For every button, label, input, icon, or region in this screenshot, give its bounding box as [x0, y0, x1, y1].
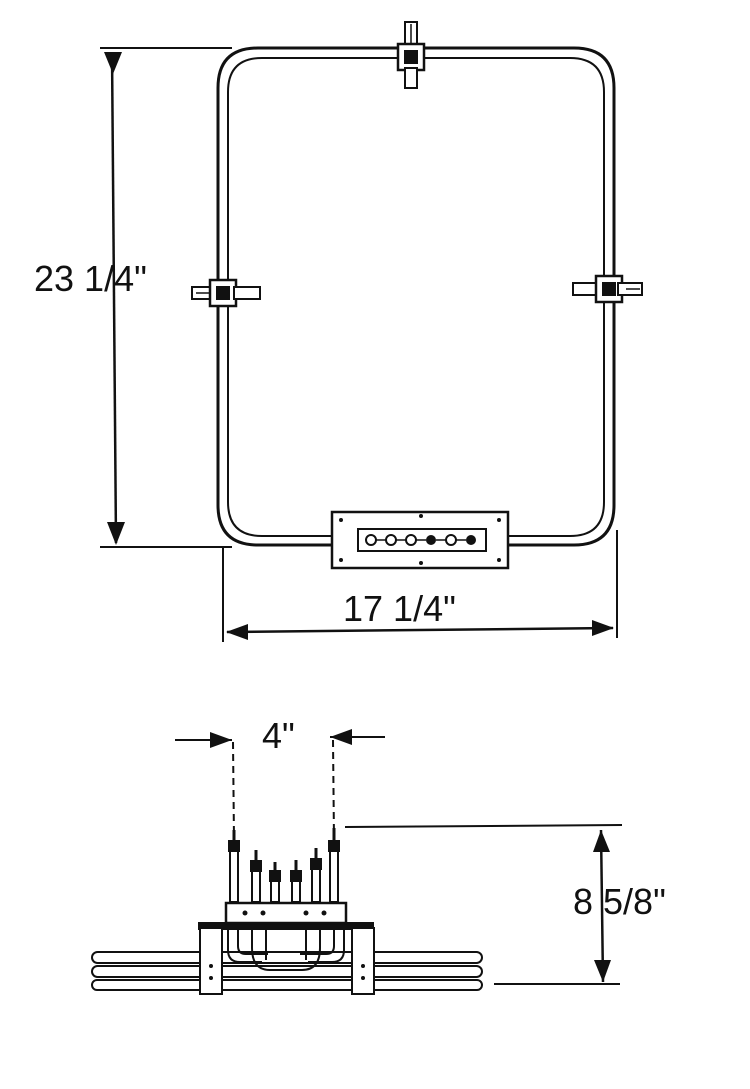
stud-2	[250, 850, 262, 903]
height-dimension: 23 1/4"	[34, 47, 232, 548]
side-view: 4" 8 5/8"	[91, 715, 666, 995]
width-dimension: 17 1/4"	[222, 530, 618, 642]
spacing-dimension: 4"	[175, 715, 385, 841]
stud-6	[328, 828, 340, 903]
side-height-dimension-label: 8 5/8"	[573, 881, 666, 922]
mounting-plate	[198, 901, 375, 995]
terminal-studs-side	[228, 828, 340, 903]
stud-3	[269, 862, 281, 903]
terminal-plate	[330, 510, 510, 570]
left-clip	[191, 278, 261, 308]
element-tubes	[91, 951, 483, 991]
height-dimension-label: 23 1/4"	[34, 258, 147, 299]
spacing-dimension-label: 4"	[262, 715, 295, 756]
stud-4	[290, 860, 302, 903]
stud-5	[310, 848, 322, 903]
right-clip	[572, 274, 643, 304]
terminal-studs	[365, 534, 476, 546]
bent-tube-ends	[227, 930, 345, 971]
element-loop	[216, 46, 616, 547]
top-clip	[396, 21, 426, 89]
side-height-dimension: 8 5/8"	[344, 824, 666, 985]
width-dimension-label: 17 1/4"	[343, 588, 456, 629]
stud-1	[228, 830, 240, 903]
top-view: 23 1/4" 17 1/4"	[34, 21, 643, 642]
